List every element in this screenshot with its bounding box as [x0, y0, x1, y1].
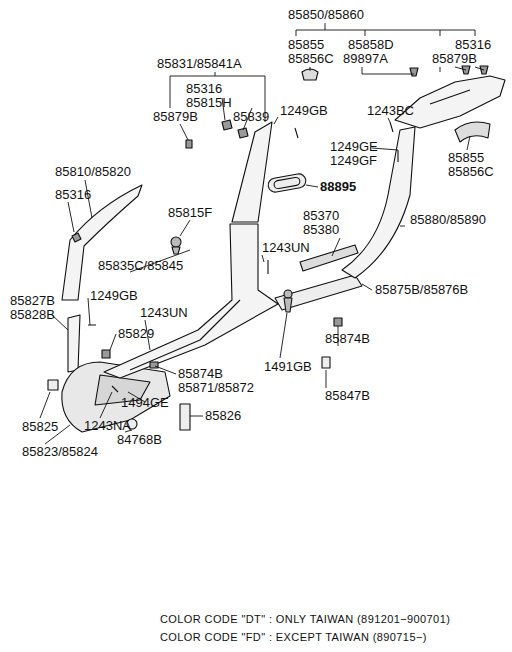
part-number: 85855 [288, 38, 324, 52]
part-number: 85815H [186, 96, 232, 110]
part-number: 1249GE [330, 140, 378, 154]
color-code-note: COLOR CODE "FD" : EXCEPT TAIWAN (890715−… [160, 630, 427, 644]
part-number: 1243UN [262, 241, 310, 255]
part-number: 85823/85824 [22, 445, 98, 459]
part-number: 85880/85890 [410, 213, 486, 227]
part-number: 1249GB [280, 104, 328, 118]
part-number: 85874B [178, 367, 223, 381]
part-number: 85316 [55, 188, 91, 202]
part-number: 85855 [448, 151, 484, 165]
part-number: 85879B [432, 52, 477, 66]
part-number: 85856C [448, 165, 494, 179]
part-number: 85815F [168, 206, 212, 220]
part-number: 1243BC [367, 104, 414, 118]
part-number: 85875B/85876B [375, 283, 468, 297]
part-number: 85826 [205, 409, 241, 423]
part-number: 85879B [153, 110, 198, 124]
part-number: 85850/85860 [288, 8, 364, 22]
part-number: 85370 [303, 209, 339, 223]
part-number: 85871/85872 [178, 381, 254, 395]
part-number: 85316 [186, 82, 222, 96]
part-number: 85856C [288, 52, 334, 66]
part-number: 1491GB [264, 360, 312, 374]
part-number: 85874B [325, 332, 370, 346]
part-number: 85827B [10, 294, 55, 308]
part-number: 88895 [320, 180, 356, 194]
part-number: 85835C/85845 [98, 259, 183, 273]
part-number: 85839 [233, 110, 269, 124]
color-code-note: COLOR CODE "DT" : ONLY TAIWAN (891201−90… [160, 612, 450, 626]
part-number: 1249GF [330, 154, 377, 168]
part-number: 85828B [10, 308, 55, 322]
part-number: 85380 [303, 223, 339, 237]
part-number: 1249GB [90, 289, 138, 303]
part-number: 84768B [117, 433, 162, 447]
part-number: 1243UN [140, 306, 188, 320]
part-number: 89897A [343, 52, 388, 66]
part-number: 85829 [118, 327, 154, 341]
part-number: 1243NA [84, 419, 131, 433]
part-number: 85810/85820 [55, 165, 131, 179]
part-number: 85831/85841A [157, 57, 242, 71]
part-number: 85847B [325, 389, 370, 403]
part-number: 85825 [22, 420, 58, 434]
part-number: 1494GE [121, 396, 169, 410]
part-number: 85316 [455, 38, 491, 52]
part-number: 85858D [348, 38, 394, 52]
